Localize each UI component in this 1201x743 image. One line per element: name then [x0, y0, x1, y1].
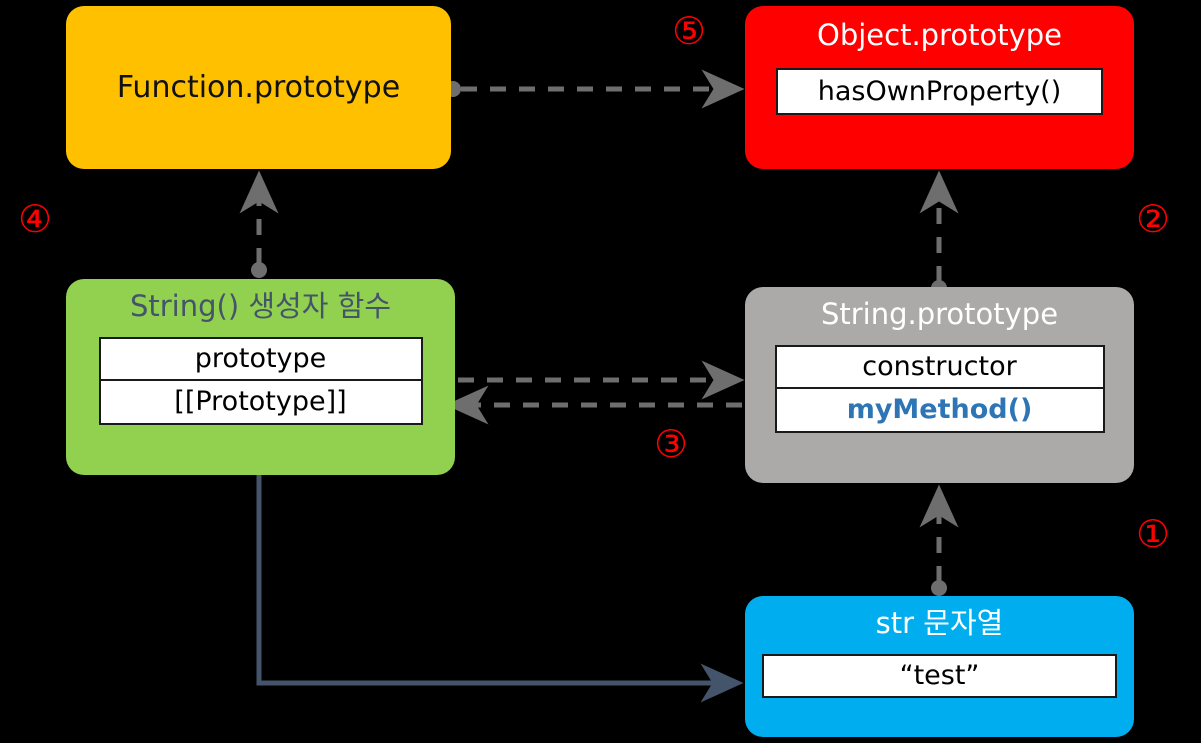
edge-string-prototype-to-string-constructor: [445, 385, 787, 425]
edge-str-instance-to-string-prototype: [919, 484, 959, 596]
slot-has-own-property[interactable]: hasOwnProperty(): [776, 67, 1103, 115]
node-title: String() 생성자 함수: [129, 289, 391, 323]
slot-list: “test”: [762, 653, 1117, 698]
slot-list: prototype [[Prototype]]: [98, 336, 423, 425]
step-marker-one: ①: [1136, 512, 1171, 556]
node-object-prototype[interactable]: Object.prototype hasOwnProperty(): [745, 6, 1134, 169]
slot-my-method[interactable]: myMethod(): [774, 388, 1105, 433]
edge-string-constructor-to-function-prototype: [239, 170, 279, 278]
step-marker-three: ③: [654, 422, 689, 466]
node-str-instance[interactable]: str 문자열 “test”: [745, 596, 1134, 737]
node-string-constructor[interactable]: String() 생성자 함수 prototype [[Prototype]]: [66, 279, 455, 475]
slot-constructor[interactable]: constructor: [774, 344, 1105, 389]
step-marker-four: ④: [18, 197, 53, 241]
node-function-prototype[interactable]: Function.prototype: [66, 6, 451, 169]
node-string-prototype[interactable]: String.prototype constructor myMethod(): [745, 287, 1134, 483]
node-title: Object.prototype: [817, 18, 1062, 52]
slot-list: hasOwnProperty(): [776, 67, 1103, 115]
node-title: Function.prototype: [116, 70, 401, 105]
slot-value[interactable]: “test”: [762, 653, 1117, 698]
slot-internal-prototype[interactable]: [[Prototype]]: [98, 380, 423, 425]
step-marker-five: ⑤: [672, 9, 707, 53]
edge-string-constructor-to-str-instance: [256, 472, 744, 703]
step-marker-two: ②: [1136, 197, 1171, 241]
edge-function-prototype-to-object-prototype: [445, 69, 745, 109]
node-title: str 문자열: [875, 606, 1004, 640]
node-title: String.prototype: [820, 297, 1059, 331]
slot-list: constructor myMethod(): [774, 344, 1105, 433]
slot-prototype[interactable]: prototype: [98, 336, 423, 381]
edge-string-prototype-to-object-prototype: [919, 170, 959, 296]
